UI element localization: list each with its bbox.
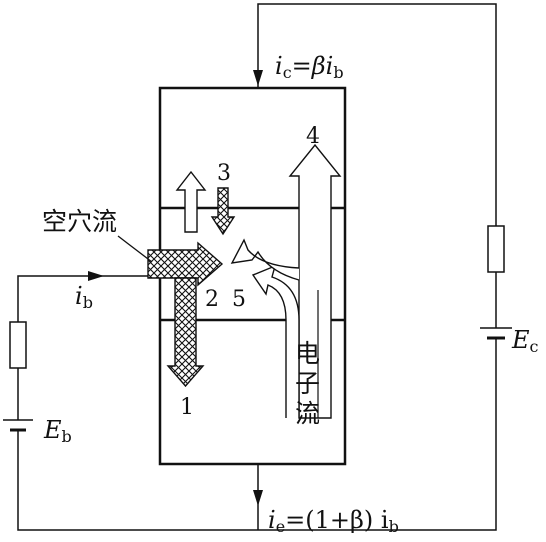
external-circuit: [3, 3, 512, 531]
hole-arrow-2: [147, 241, 224, 287]
hole-flow-label: 空穴流: [42, 207, 117, 236]
base-wire-2: [17, 275, 160, 322]
arrow-number-5: 5: [232, 287, 246, 312]
collector-return-wire: [17, 338, 497, 531]
ec-label: Ec: [511, 326, 539, 356]
hole-flow-arrows: [147, 187, 236, 388]
electron-flow-char-2: 子: [295, 369, 320, 398]
arrow-number-4: 4: [306, 124, 320, 149]
wire-arrowheads: [88, 70, 263, 506]
ib-label: ib: [75, 282, 93, 312]
hole-arrow-3: [210, 187, 236, 236]
hole-arrow-1: [166, 277, 205, 388]
ie-label: ie=(1+β) ib: [268, 506, 399, 536]
electron-arrow-5: [251, 264, 300, 418]
arrow-number-1: 1: [180, 395, 194, 420]
electron-flow-char-1: 电: [295, 339, 320, 368]
ic-label: ic=βib: [275, 52, 344, 82]
eb-label: Eb: [43, 416, 72, 446]
electron-arrow-4: [288, 143, 342, 419]
ie-arrowhead: [253, 490, 263, 506]
arrow-number-3: 3: [217, 161, 231, 186]
ic-arrowhead: [253, 70, 263, 86]
collector-wire: [257, 3, 497, 226]
collector-resistor: [487, 225, 505, 273]
electron-flow-char-3: 流: [295, 399, 320, 428]
up-arrow-outline: [175, 170, 207, 233]
hole-flow-leader: [117, 235, 153, 263]
labels: ic=βib ib ie=(1+β) ib Ec Eb 空穴流 电 子 流 1 …: [42, 52, 539, 536]
arrow-number-2: 2: [205, 287, 219, 312]
base-resistor: [9, 321, 27, 369]
ib-arrowhead: [88, 271, 104, 281]
curved-arrow-to-base: [230, 238, 300, 281]
